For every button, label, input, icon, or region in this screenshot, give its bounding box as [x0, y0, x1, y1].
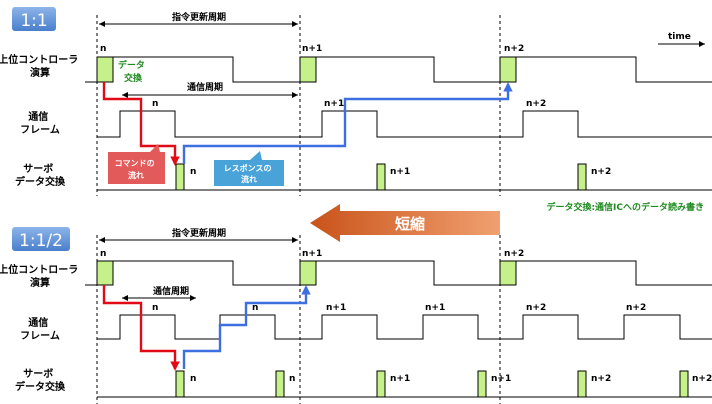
servo-pulse — [577, 370, 587, 398]
svg-text:コマンドの 流れ: コマンドの 流れ — [115, 159, 158, 180]
tick-frame: n+1 — [324, 99, 344, 109]
controller-pulse — [96, 56, 114, 83]
servo-pulse — [679, 370, 689, 398]
period-label-2: 指令更新周期 — [172, 227, 226, 239]
controller-pulse — [499, 56, 517, 83]
servo-pulse — [577, 163, 587, 191]
section-2: 1:1/2 指令更新周期 上位コントローラ 演算 通信 フレーム サーボ データ… — [0, 227, 712, 404]
tick-ctrl: n — [100, 249, 106, 259]
row-label-frame: 通信 フレーム — [20, 316, 60, 342]
servo-pulse — [477, 370, 487, 398]
controller-pulse — [499, 260, 517, 286]
tick-servo: n — [190, 374, 196, 384]
tick-frame: n+1 — [326, 303, 346, 313]
badge-1 — [12, 7, 56, 31]
tick-servo: n — [289, 374, 295, 384]
tick-ctrl: n+1 — [302, 249, 322, 259]
section-1: 1:1 指令更新周期 time 上位コントローラ 演算 通信 フレーム サーボ … — [0, 7, 712, 196]
tick-ctrl: n+2 — [504, 249, 524, 259]
data-exchange-note: データ交換:通信ICへのデータ読み書き — [546, 201, 704, 213]
comm-label-2: 通信周期 — [153, 285, 189, 297]
tick-frame: n+2 — [526, 99, 546, 109]
tick-servo: n+2 — [591, 374, 611, 384]
svg-text:レスポンスの 流れ: レスポンスの 流れ — [224, 163, 275, 184]
data-exchange-label: データ 交換 — [118, 59, 148, 84]
response-flow-1 — [182, 82, 513, 164]
controller-pulse — [96, 260, 114, 286]
row-label-controller: 上位コントローラ 演算 — [0, 53, 82, 79]
row-label-frame: 通信 フレーム — [20, 110, 60, 136]
command-flow-1 — [102, 82, 180, 166]
period-label-1: 指令更新周期 — [172, 11, 226, 23]
badge-1-text: 1:1 — [20, 11, 47, 31]
tick-servo: n+2 — [591, 167, 611, 177]
tick-frame: n — [252, 303, 258, 313]
servo-pulse — [175, 163, 185, 191]
command-flow-2 — [102, 285, 180, 371]
row-label-servo: サーボ データ交換 — [15, 367, 66, 393]
tick-frame: n — [152, 303, 158, 313]
badge-2 — [12, 227, 70, 251]
controller-pulse — [299, 56, 317, 83]
servo-pulse — [376, 370, 386, 398]
tick-ctrl: n — [100, 44, 106, 54]
command-bubble: コマンドの 流れ — [108, 144, 165, 184]
tick-frame: n+2 — [526, 303, 546, 313]
badge-2-text: 1:1/2 — [19, 231, 63, 251]
response-bubble: レスポンスの 流れ — [214, 151, 284, 186]
time-label: time — [668, 32, 691, 42]
shorten-label: 短縮 — [395, 215, 425, 233]
tick-servo: n+1 — [390, 167, 410, 177]
row-label-servo: サーボ データ交換 — [15, 162, 66, 188]
servo-pulse — [376, 163, 386, 191]
controller-waveform-2 — [85, 260, 712, 286]
tick-frame: n+2 — [626, 303, 646, 313]
tick-servo: n — [190, 167, 196, 177]
row-label-controller: 上位コントローラ 演算 — [0, 263, 82, 289]
frame-waveform-2 — [97, 314, 712, 340]
tick-servo: n+2 — [692, 374, 712, 384]
tick-frame: n+1 — [425, 303, 445, 313]
tick-frame: n — [152, 99, 158, 109]
response-flow-2 — [182, 285, 311, 369]
tick-ctrl: n+1 — [302, 44, 322, 54]
tick-ctrl: n+2 — [504, 44, 524, 54]
frame-waveform-1 — [97, 110, 712, 138]
controller-pulse — [299, 260, 317, 286]
shorten-arrow: 短縮 — [310, 204, 500, 242]
tick-servo: n+1 — [390, 374, 410, 384]
controller-waveform-1 — [85, 56, 712, 83]
comm-label-1: 通信周期 — [187, 81, 223, 93]
servo-pulse — [175, 370, 185, 398]
tick-servo: n+1 — [491, 374, 511, 384]
servo-pulse — [275, 370, 285, 398]
